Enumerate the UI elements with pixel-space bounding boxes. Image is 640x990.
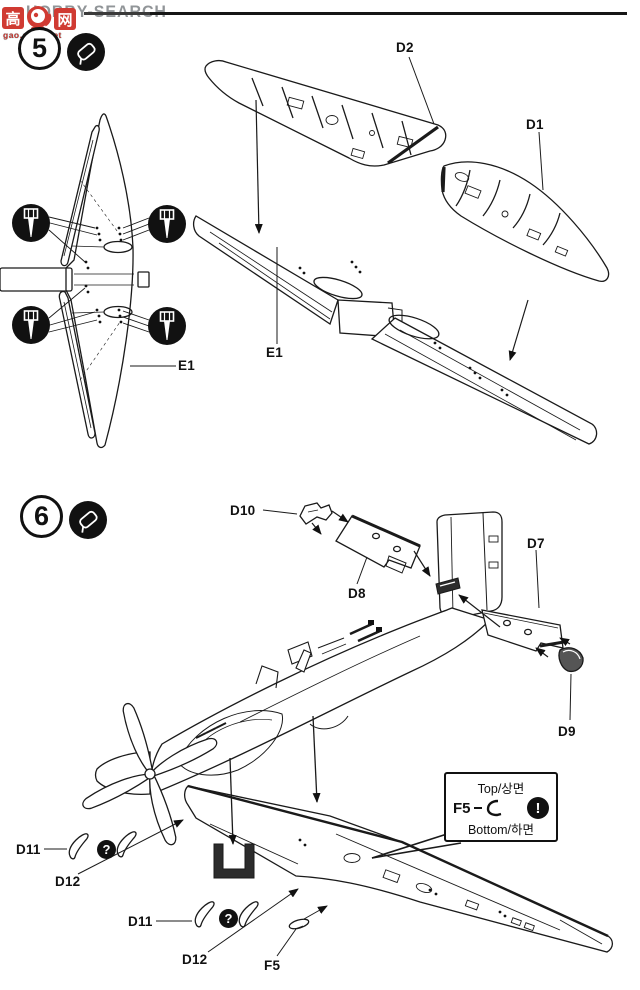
callout-bottom-label: Bottom/하면	[467, 823, 535, 837]
part-label-e1-assembly: E1	[266, 345, 283, 360]
glue-icon	[69, 501, 107, 539]
part-d10	[299, 502, 333, 525]
step6-assembly-drawing	[44, 502, 614, 957]
callout-dash	[473, 807, 482, 809]
part-label-d7: D7	[527, 536, 545, 551]
part-label-d2: D2	[396, 40, 414, 55]
fuselage	[150, 607, 492, 795]
drill-icon	[12, 204, 186, 345]
part-label-d1: D1	[526, 117, 544, 132]
step5-wing-plan-drawing	[0, 113, 186, 449]
part-label-d12-a: D12	[55, 874, 81, 889]
step5-assembly-drawing	[192, 56, 610, 445]
callout-top-label: Top/상면	[477, 782, 525, 796]
part-label-d10: D10	[230, 503, 256, 518]
f5-part-icon	[486, 799, 501, 817]
part-label-d11-a: D11	[16, 842, 41, 857]
warning-icon: !	[527, 797, 549, 819]
part-d1	[440, 161, 610, 282]
drill-hole-dots	[84, 226, 123, 324]
question-glyph: ?	[102, 842, 111, 857]
teardrop-parts	[68, 831, 259, 928]
question-icon: ?	[97, 840, 116, 859]
question-icon: ?	[219, 909, 238, 928]
header-rule	[150, 12, 627, 15]
part-label-f5: F5	[264, 958, 281, 973]
part-d2	[204, 59, 447, 167]
callout-part-label: F5	[453, 799, 471, 817]
wing-assembly	[183, 784, 614, 953]
propeller	[82, 702, 218, 846]
glue-icon	[67, 33, 105, 71]
part-label-d8: D8	[348, 586, 366, 601]
part-label-d11-b: D11	[128, 914, 153, 929]
step6-number-badge: 6	[20, 495, 63, 538]
part-f5	[288, 918, 310, 930]
watermark-strike-line	[84, 12, 154, 15]
part-label-e1-plan: E1	[178, 358, 195, 373]
part-e1-assembly	[192, 215, 598, 445]
step5-number-badge: 5	[18, 27, 61, 70]
part-label-d12-b: D12	[182, 952, 208, 967]
question-glyph: ?	[224, 911, 233, 926]
watermark-logo-left: 高	[2, 7, 24, 29]
watermark-logo-right: 网	[54, 8, 76, 30]
f5-orientation-callout: Top/상면 F5 ! Bottom/하면	[444, 772, 558, 842]
exclamation-glyph: !	[535, 799, 541, 817]
part-d8	[335, 514, 421, 574]
part-d9	[558, 647, 584, 673]
part-d7	[481, 609, 565, 652]
part-label-d9: D9	[558, 724, 576, 739]
